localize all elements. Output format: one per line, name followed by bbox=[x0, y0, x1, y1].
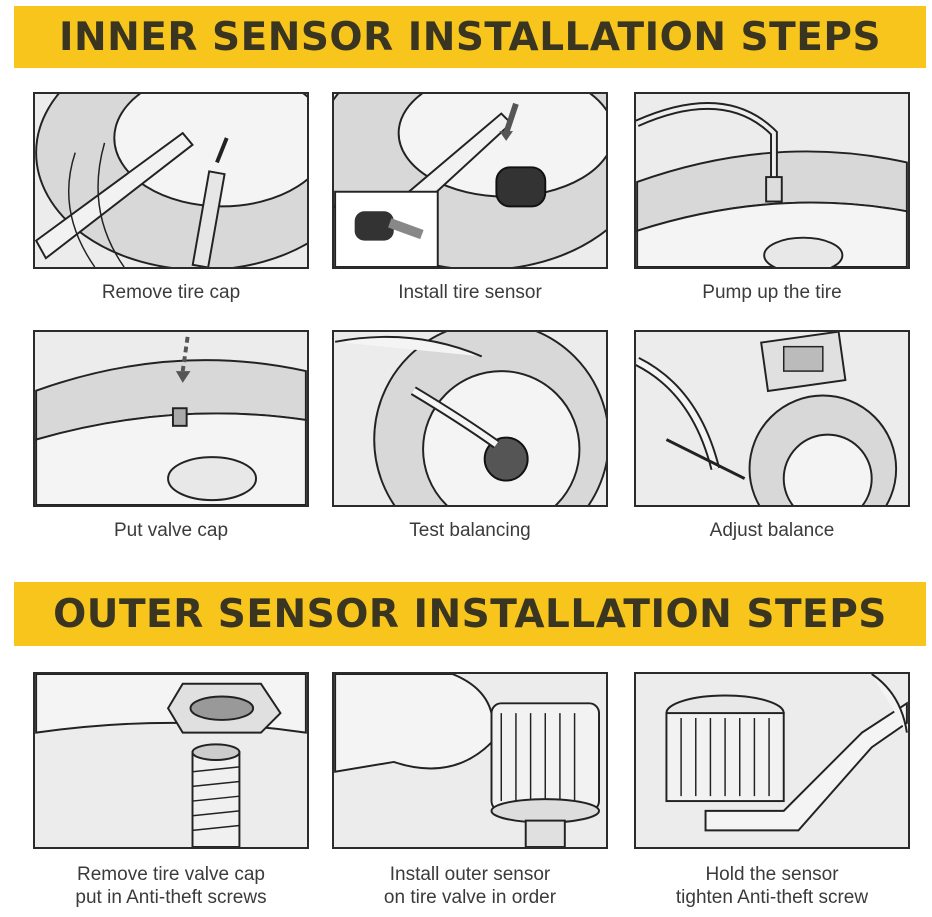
tire-lever-drawing bbox=[35, 94, 307, 267]
step-caption-line1: Hold the sensor bbox=[705, 864, 839, 885]
valve-cap-drawing bbox=[35, 336, 307, 505]
outer-sensor-drawing bbox=[334, 674, 600, 847]
step-remove-valve-cap-illustration bbox=[33, 672, 309, 849]
step-remove-tire-cap-illustration bbox=[33, 92, 309, 269]
outer-section-banner: OUTER SENSOR INSTALLATION STEPS bbox=[14, 582, 926, 646]
step-caption: Put valve cap bbox=[113, 520, 229, 541]
step-adjust-balance-illustration bbox=[634, 330, 910, 507]
step-tighten-screw-illustration bbox=[634, 672, 910, 849]
step-caption-line1: Remove tire valve cap bbox=[77, 864, 265, 885]
step-caption-line2: tighten Anti-theft screw bbox=[675, 887, 869, 908]
balance-machine-drawing bbox=[636, 332, 898, 505]
inner-section-banner: INNER SENSOR INSTALLATION STEPS bbox=[14, 6, 926, 68]
inner-section-title: INNER SENSOR INSTALLATION STEPS bbox=[58, 14, 882, 60]
step-put-valve-cap-illustration bbox=[33, 330, 309, 507]
step-caption-line1: Install outer sensor bbox=[389, 864, 551, 885]
wrench-sensor-drawing bbox=[665, 674, 908, 832]
step-caption: Test balancing bbox=[409, 520, 531, 541]
step-test-balancing-illustration bbox=[332, 330, 608, 507]
step-caption: Pump up the tire bbox=[702, 282, 842, 303]
balancer-drawing bbox=[334, 332, 606, 505]
step-caption: Remove tire cap bbox=[101, 282, 241, 303]
step-pump-up-tire-illustration bbox=[634, 92, 910, 269]
sensor-install-drawing bbox=[334, 94, 606, 267]
step-install-outer-sensor-illustration bbox=[332, 672, 608, 849]
step-install-tire-sensor-illustration bbox=[332, 92, 608, 269]
step-caption: Install tire sensor bbox=[398, 282, 542, 303]
step-caption-line2: put in Anti-theft screws bbox=[75, 887, 267, 908]
step-caption: Adjust balance bbox=[709, 520, 835, 541]
outer-section-title: OUTER SENSOR INSTALLATION STEPS bbox=[53, 591, 887, 637]
step-caption-line2: on tire valve in order bbox=[383, 887, 557, 908]
pump-hose-drawing bbox=[636, 102, 908, 267]
valve-stem-drawing bbox=[35, 674, 307, 847]
